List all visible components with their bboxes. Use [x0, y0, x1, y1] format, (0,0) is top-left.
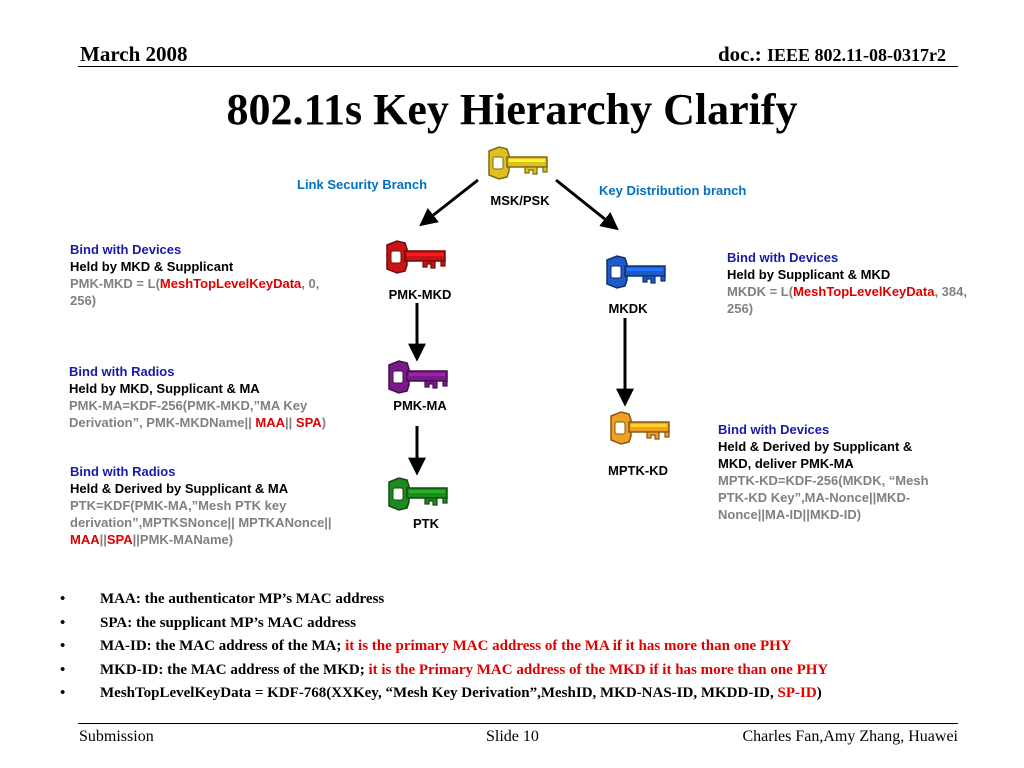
pmk-mkd-held: Held by MKD & Supplicant — [70, 259, 234, 274]
bullet-text: MeshTopLevelKeyData = KDF-768(XXKey, “Me… — [100, 685, 822, 702]
slide-title: 802.11s Key Hierarchy Clarify — [226, 85, 798, 134]
mptk-kd-label: MPTK-KD — [608, 463, 668, 478]
pmk-ma-note: Bind with Radios Held by MKD, Supplicant… — [69, 363, 369, 431]
bullet-icon: • — [60, 661, 66, 678]
mptk-kd-note: Bind with Devices Held & Derived by Supp… — [718, 421, 988, 523]
mkdk-formula-part: , 384, — [934, 284, 967, 299]
bullet-text-part: SPA: the supplicant MP’s MAC address — [100, 614, 356, 631]
pmk-ma-held: Held by MKD, Supplicant & MA — [69, 381, 260, 396]
mptk-kd-bind: Bind with Devices — [718, 422, 830, 437]
msk-label: MSK/PSK — [490, 193, 550, 208]
bullet-icon: • — [60, 591, 66, 607]
mptk-kd-formula: MPTK-KD=KDF-256(MKDK, “Mesh — [718, 473, 929, 488]
pmk-mkd-bind: Bind with Devices — [70, 242, 182, 257]
ptk-held: Held & Derived by Supplicant & MA — [70, 481, 289, 496]
key-shape — [606, 255, 666, 289]
mkdk-note: Bind with Devices Held by Supplicant & M… — [727, 249, 997, 317]
key-shape — [388, 477, 448, 511]
bullet-text-part: MA-ID: the MAC address of the MA; — [100, 638, 346, 654]
ptk-formula: PTK=KDF(PMK-MA,”Mesh PTK key — [70, 498, 287, 513]
ptk-spa: SPA — [106, 532, 133, 547]
mkdk-held: Held by Supplicant & MKD — [727, 267, 891, 282]
doc-number: IEEE 802.11-08-0317r2 — [766, 45, 946, 65]
link-security-branch-label: Link Security Branch — [297, 177, 428, 192]
key-shape — [386, 240, 446, 274]
bullet-text-highlight: it is the Primary MAC address of the MKD… — [368, 661, 829, 678]
ptk-formula-part: ||PMK-MAName) — [132, 532, 234, 547]
mkdk-label: MKDK — [608, 301, 648, 316]
msk-key-icon — [485, 143, 551, 188]
key-shape — [388, 360, 448, 394]
key-shape — [610, 411, 670, 445]
pmk-ma-maa: MAA — [255, 415, 286, 430]
mkdk-bind: Bind with Devices — [727, 250, 839, 265]
mptk-kd-key-icon — [607, 408, 673, 453]
pmk-mkd-label: PMK-MKD — [388, 287, 452, 302]
bullet-text-highlight: SP-ID — [777, 685, 817, 701]
pmk-mkd-key-icon — [383, 237, 449, 282]
ptk-note: Bind with Radios Held & Derived by Suppl… — [70, 463, 370, 548]
pmk-ma-formula-line2: Derivation”, PMK-MKDName|| MAA|| SPA) — [69, 414, 369, 431]
arrow-msk-to-mkdk — [555, 178, 619, 231]
bullet-text: MA-ID: the MAC address of the MA; it is … — [100, 638, 792, 655]
ptk-formula-line3: MAA||SPA||PMK-MAName) — [70, 531, 370, 548]
key-shape — [488, 146, 548, 180]
mkdk-formula: MKDK = L(MeshTopLevelKeyData, 384, — [727, 283, 997, 300]
ptk-formula-line2: derivation”,MPTKSNonce|| MPTKANonce|| — [70, 515, 332, 530]
footer-rule — [78, 723, 958, 724]
doc-prefix: doc.: — [717, 42, 762, 66]
mptk-kd-formula-line3: Nonce||MA-ID||MKD-ID) — [718, 507, 862, 522]
mkdk-formula-part: MKDK = L( — [727, 284, 794, 299]
key-distribution-branch-label: Key Distribution branch — [599, 183, 747, 198]
bullet-icon: • — [60, 614, 66, 631]
bullet-text-part: ) — [816, 685, 822, 701]
pmk-mkd-formula-part: , 0, — [301, 276, 320, 291]
mptk-kd-held: Held & Derived by Supplicant & — [718, 439, 913, 454]
header-doc-id: doc.: IEEE 802.11-08-0317r2 — [718, 42, 946, 67]
bullet-icon: • — [60, 685, 66, 701]
ptk-key-icon — [385, 474, 451, 519]
pmk-mkd-formula-line2: 256) — [70, 293, 97, 308]
bullet-text-part: MeshTopLevelKeyData = KDF-768(XXKey, “Me… — [100, 685, 778, 701]
mptk-kd-held-line2: MKD, deliver PMK-MA — [718, 456, 854, 471]
pmk-ma-formula-part: || — [285, 415, 296, 430]
ptk-formula-part: || — [99, 532, 107, 547]
pmk-ma-label: PMK-MA — [393, 398, 447, 413]
pmk-ma-spa: SPA — [295, 415, 322, 430]
mkdk-key-icon — [603, 252, 669, 297]
ptk-bind: Bind with Radios — [70, 464, 176, 479]
bullet-icon: • — [60, 638, 66, 654]
bullet-text-part: MAA: the authenticator MP’s MAC address — [100, 591, 385, 607]
bullet-text-part: MKD-ID: the MAC address of the MKD; — [100, 661, 369, 678]
footer-authors: Charles Fan,Amy Zhang, Huawei — [742, 728, 958, 745]
mkdk-formula-line2: 256) — [727, 301, 754, 316]
header-rule — [78, 66, 958, 67]
pmk-ma-bind: Bind with Radios — [69, 364, 175, 379]
bullet-text: SPA: the supplicant MP’s MAC address — [100, 615, 356, 632]
arrow-msk-to-pmk-mkd — [419, 178, 479, 227]
ptk-label: PTK — [413, 516, 439, 531]
pmk-mkd-formula: PMK-MKD = L(MeshTopLevelKeyData, 0, — [70, 275, 360, 292]
pmk-ma-formula-part: Derivation”, PMK-MKDName|| — [69, 415, 256, 430]
bullet-text: MAA: the authenticator MP’s MAC address — [100, 591, 384, 608]
footer-slide-number: Slide 10 — [486, 728, 539, 745]
footer-submission: Submission — [79, 728, 154, 745]
mkdk-formula-highlight: MeshTopLevelKeyData — [793, 284, 935, 299]
pmk-mkd-note: Bind with Devices Held by MKD & Supplica… — [70, 241, 360, 309]
pmk-mkd-formula-highlight: MeshTopLevelKeyData — [159, 276, 302, 291]
bullet-text: MKD-ID: the MAC address of the MKD; it i… — [100, 662, 828, 679]
mptk-kd-formula-line2: PTK-KD Key”,MA-Nonce||MKD- — [718, 490, 911, 505]
pmk-ma-formula-part: ) — [321, 415, 327, 430]
pmk-ma-formula: PMK-MA=KDF-256(PMK-MKD,”MA Key — [69, 398, 308, 413]
pmk-mkd-formula-part: PMK-MKD = L( — [70, 276, 160, 291]
bullet-text-highlight: it is the primary MAC address of the MA … — [345, 638, 792, 654]
header-date: March 2008 — [80, 42, 188, 66]
pmk-ma-key-icon — [385, 357, 451, 402]
ptk-maa: MAA — [70, 532, 100, 547]
